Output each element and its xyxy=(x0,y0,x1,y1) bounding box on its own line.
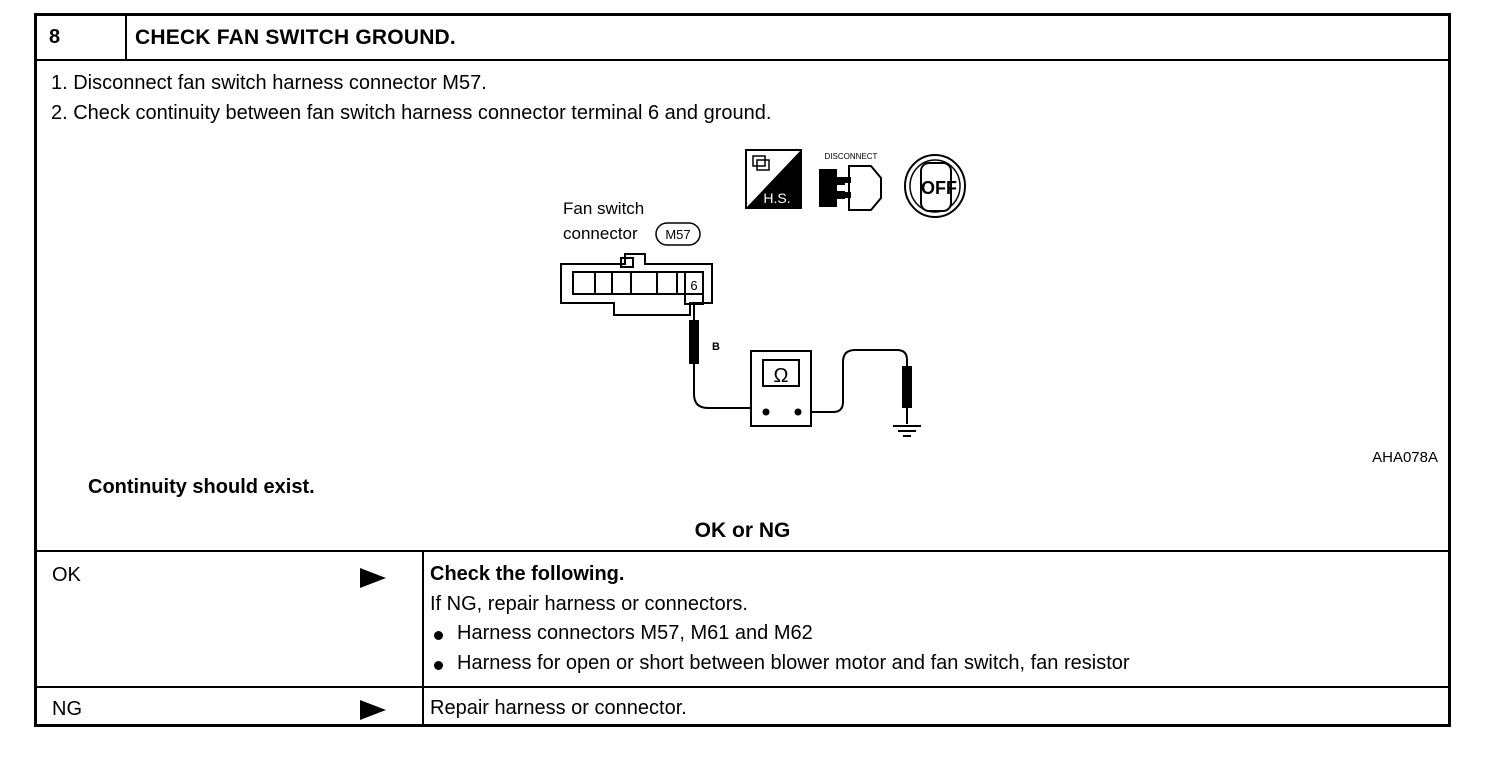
step-title: CHECK FAN SWITCH GROUND. xyxy=(135,26,456,49)
ground-lead xyxy=(811,349,912,424)
disconnect-icon: DISCONNECT xyxy=(819,152,882,211)
expected-result-note: Continuity should exist. xyxy=(88,476,315,498)
connector-label-line2: connector xyxy=(563,224,638,243)
ohmmeter xyxy=(750,350,812,427)
probe-lead xyxy=(689,304,751,409)
connector-id: M57 xyxy=(665,227,690,242)
probe-color-mark: B xyxy=(712,341,720,353)
instruction-step-2: 2. Check continuity between fan switch h… xyxy=(51,102,772,124)
instruction-step-1: 1. Disconnect fan switch harness connect… xyxy=(51,72,487,94)
ground-symbol-icon xyxy=(893,425,921,437)
ok-result-line: If NG, repair harness or connectors. xyxy=(430,592,748,615)
ignition-off-icon: OFF xyxy=(904,154,966,218)
figure-code: AHA078A xyxy=(1372,449,1438,466)
ng-arrow-icon xyxy=(360,700,386,720)
ok-result-text: Check the following. If NG, repair harne… xyxy=(430,560,1130,678)
step-header: 8 CHECK FAN SWITCH GROUND. xyxy=(37,16,1448,61)
ok-bullet-item: Harness connectors M57, M61 and M62 xyxy=(430,619,1130,649)
ohm-symbol: Ω xyxy=(774,365,789,387)
ok-arrow-icon xyxy=(360,568,386,588)
ng-label: NG xyxy=(52,698,82,720)
results-middle-rule xyxy=(37,686,1448,688)
header-divider xyxy=(125,16,127,59)
connector-label-line1: Fan switch xyxy=(563,199,644,218)
decision-heading: OK or NG xyxy=(694,519,791,542)
continuity-test-diagram: H.S. DISCONNECT OFF Fan switch connector… xyxy=(560,149,1438,466)
terminal-number: 6 xyxy=(690,278,697,293)
ignition-off-label: OFF xyxy=(921,178,957,198)
connector-id-badge xyxy=(655,222,701,246)
check-procedure-sheet: 8 CHECK FAN SWITCH GROUND. 1. Disconnect… xyxy=(34,13,1451,727)
hs-icon-label: H.S. xyxy=(763,190,790,206)
ng-result-text: Repair harness or connector. xyxy=(430,697,687,719)
ok-result-title: Check the following. xyxy=(430,563,625,585)
disconnect-icon-label: DISCONNECT xyxy=(825,152,878,161)
ok-label: OK xyxy=(52,564,81,586)
results-top-rule xyxy=(37,550,1448,552)
hs-icon: H.S. xyxy=(745,149,802,209)
results-column-divider xyxy=(422,550,424,724)
step-number: 8 xyxy=(49,26,61,48)
fan-switch-connector xyxy=(560,253,713,316)
ok-bullet-item: Harness for open or short between blower… xyxy=(430,649,1130,679)
